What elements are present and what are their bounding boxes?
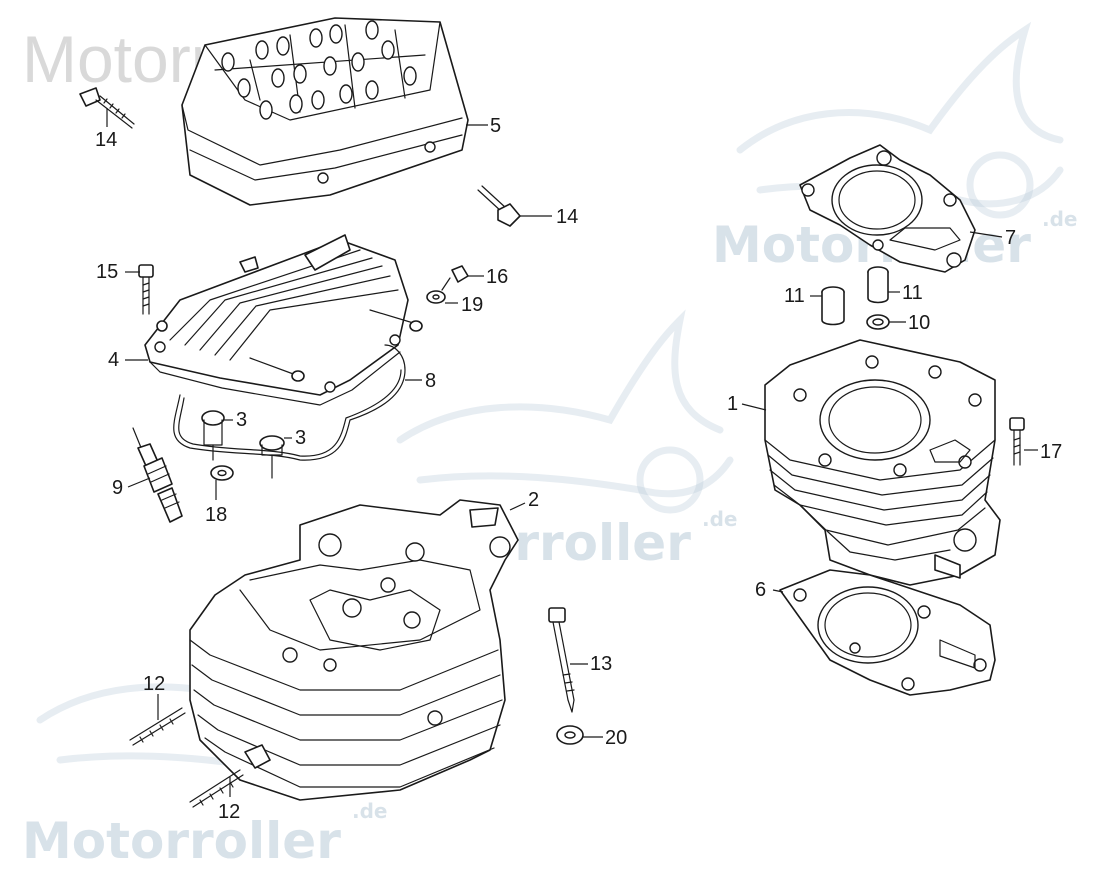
part-2-cylinder-head — [189, 499, 519, 801]
watermark-brand-bottom: Motorroller — [22, 812, 341, 870]
part-6-base-gasket — [779, 569, 996, 696]
callout-12-upper: 12 — [143, 673, 165, 695]
watermark-tld-right: .de — [1042, 207, 1077, 231]
part-14-screw-middle — [477, 185, 521, 227]
part-4-valve-cover — [144, 234, 423, 406]
callout-11-right: 11 — [902, 282, 923, 304]
callout-6: 6 — [755, 579, 766, 601]
callout-12-lower: 12 — [218, 801, 240, 823]
callout-17: 17 — [1040, 441, 1062, 463]
part-8-valve-cover-gasket — [173, 344, 406, 461]
callout-14-upper: 14 — [95, 129, 117, 151]
callout-20: 20 — [605, 727, 627, 749]
callout-11-left: 11 — [784, 285, 805, 307]
callout-3-right: 3 — [295, 427, 306, 449]
leader-lines — [106, 108, 1038, 797]
part-1-cylinder-block — [764, 339, 1001, 586]
watermark-tld-bottom: .de — [352, 799, 387, 823]
callout-1: 1 — [727, 393, 738, 415]
callout-13: 13 — [590, 653, 612, 675]
callout-labels: 5 14 14 15 16 19 4 8 3 3 9 18 2 13 20 12… — [95, 115, 1062, 823]
callout-19: 19 — [461, 294, 483, 316]
part-10-o-ring — [866, 314, 890, 330]
part-17-bolt — [1009, 417, 1025, 466]
part-18-washer — [210, 465, 234, 481]
callout-2: 2 — [528, 489, 539, 511]
part-11-dowel-pin-left — [821, 286, 845, 326]
part-15-bolt — [138, 264, 154, 315]
callout-15: 15 — [96, 261, 118, 283]
part-3-bolt-right — [259, 435, 285, 479]
part-7-head-gasket — [799, 144, 976, 273]
part-9-spark-plug — [132, 427, 183, 523]
part-5-head-cover-shroud — [181, 17, 469, 206]
part-13-long-bolt — [548, 607, 575, 713]
part-20-washer — [556, 725, 584, 745]
callout-10: 10 — [908, 312, 930, 334]
part-3-bolt-left — [201, 410, 225, 461]
callout-3-left: 3 — [236, 409, 247, 431]
callout-18: 18 — [205, 504, 227, 526]
part-14-screw-upper — [79, 87, 135, 129]
part-11-dowel-pin-right — [867, 266, 889, 304]
watermark-scooter-logo-center — [396, 309, 734, 514]
callout-5: 5 — [490, 115, 501, 137]
callout-8: 8 — [425, 370, 436, 392]
part-19-washer — [426, 290, 446, 304]
shroud-vent-holes — [221, 20, 417, 120]
callout-7: 7 — [1005, 227, 1016, 249]
part-12-stud-upper — [129, 707, 186, 746]
callout-4: 4 — [108, 349, 119, 371]
watermark-tld-center: .de — [702, 507, 737, 531]
part-12-stud-lower — [189, 769, 244, 808]
callout-14-middle: 14 — [556, 206, 578, 228]
callout-9: 9 — [112, 477, 123, 499]
callout-16: 16 — [486, 266, 508, 288]
part-16-bolt — [441, 265, 469, 291]
